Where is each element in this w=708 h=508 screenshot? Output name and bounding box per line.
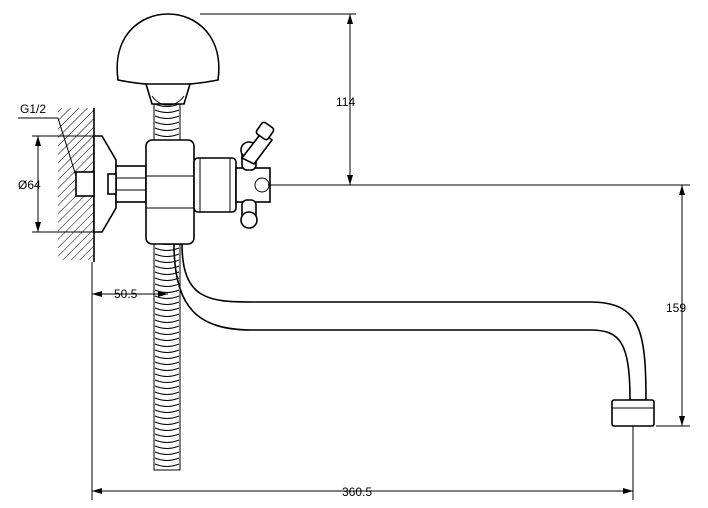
- spout-drop-label: 159: [666, 301, 686, 315]
- hose-coil: [154, 439, 180, 443]
- dim-flange-diameter: [32, 135, 96, 233]
- hose-coil: [154, 373, 180, 377]
- hose-coil: [154, 451, 180, 455]
- hose-coil: [154, 355, 180, 359]
- hose-coil: [154, 121, 180, 125]
- spout-aerator: [611, 399, 655, 427]
- dim-shower-height: [200, 13, 356, 185]
- hose-coil: [154, 331, 180, 335]
- hose-coil: [154, 325, 180, 329]
- hose-coil: [154, 457, 180, 461]
- dim-wall-offset: [92, 291, 168, 297]
- hose-coil: [154, 427, 180, 431]
- hose-coil: [154, 403, 180, 407]
- hose-coil: [154, 343, 180, 347]
- hose-coil: [154, 409, 180, 413]
- wall-inlet-pipe: [75, 171, 95, 197]
- hose-coil: [154, 463, 180, 467]
- hose-coil: [154, 109, 180, 113]
- hose-coil: [154, 367, 180, 371]
- valve-assembly: [193, 157, 271, 213]
- spout-reach-label: 360.5: [342, 485, 372, 499]
- hose-coil: [154, 313, 180, 317]
- hose-coil: [154, 445, 180, 449]
- diverter-lever: [240, 121, 275, 166]
- hose-coil: [154, 415, 180, 419]
- hose-coil: [154, 379, 180, 383]
- flange-diameter-label: Ø64: [18, 178, 41, 192]
- hose-coil: [154, 349, 180, 353]
- hose-coil: [154, 319, 180, 323]
- shower-height-label: 114: [336, 95, 355, 109]
- hose-coil: [154, 295, 180, 299]
- hose-coil: [154, 385, 180, 389]
- hose-coil: [154, 247, 180, 251]
- hose-coil: [154, 115, 180, 119]
- hose-coil: [154, 307, 180, 311]
- hose-coil: [154, 301, 180, 305]
- hose-coil: [154, 253, 180, 257]
- hose-coil: [154, 271, 180, 275]
- thread-leader: [18, 117, 77, 177]
- hose-coil: [154, 277, 180, 281]
- hose-coil: [154, 283, 180, 287]
- hose-coil: [154, 337, 180, 341]
- mixer-body: [145, 139, 195, 245]
- hose-coil: [154, 397, 180, 401]
- hose-coil: [154, 421, 180, 425]
- hose-coil: [154, 391, 180, 395]
- shower-head: [116, 13, 220, 106]
- hose-coil: [154, 265, 180, 269]
- hose-coil: [154, 361, 180, 365]
- hose-coil: [154, 289, 180, 293]
- spout-pipe: [173, 243, 647, 401]
- hose-coil: [154, 259, 180, 263]
- thread-label: G1/2: [20, 102, 46, 116]
- dim-spout-drop: [656, 185, 690, 427]
- hose-coil: [154, 127, 180, 131]
- wall-offset-label: 50.5: [114, 287, 138, 301]
- hose-coil: [154, 433, 180, 437]
- dim-spout-reach: [91, 262, 634, 500]
- hose-coil: [154, 133, 180, 137]
